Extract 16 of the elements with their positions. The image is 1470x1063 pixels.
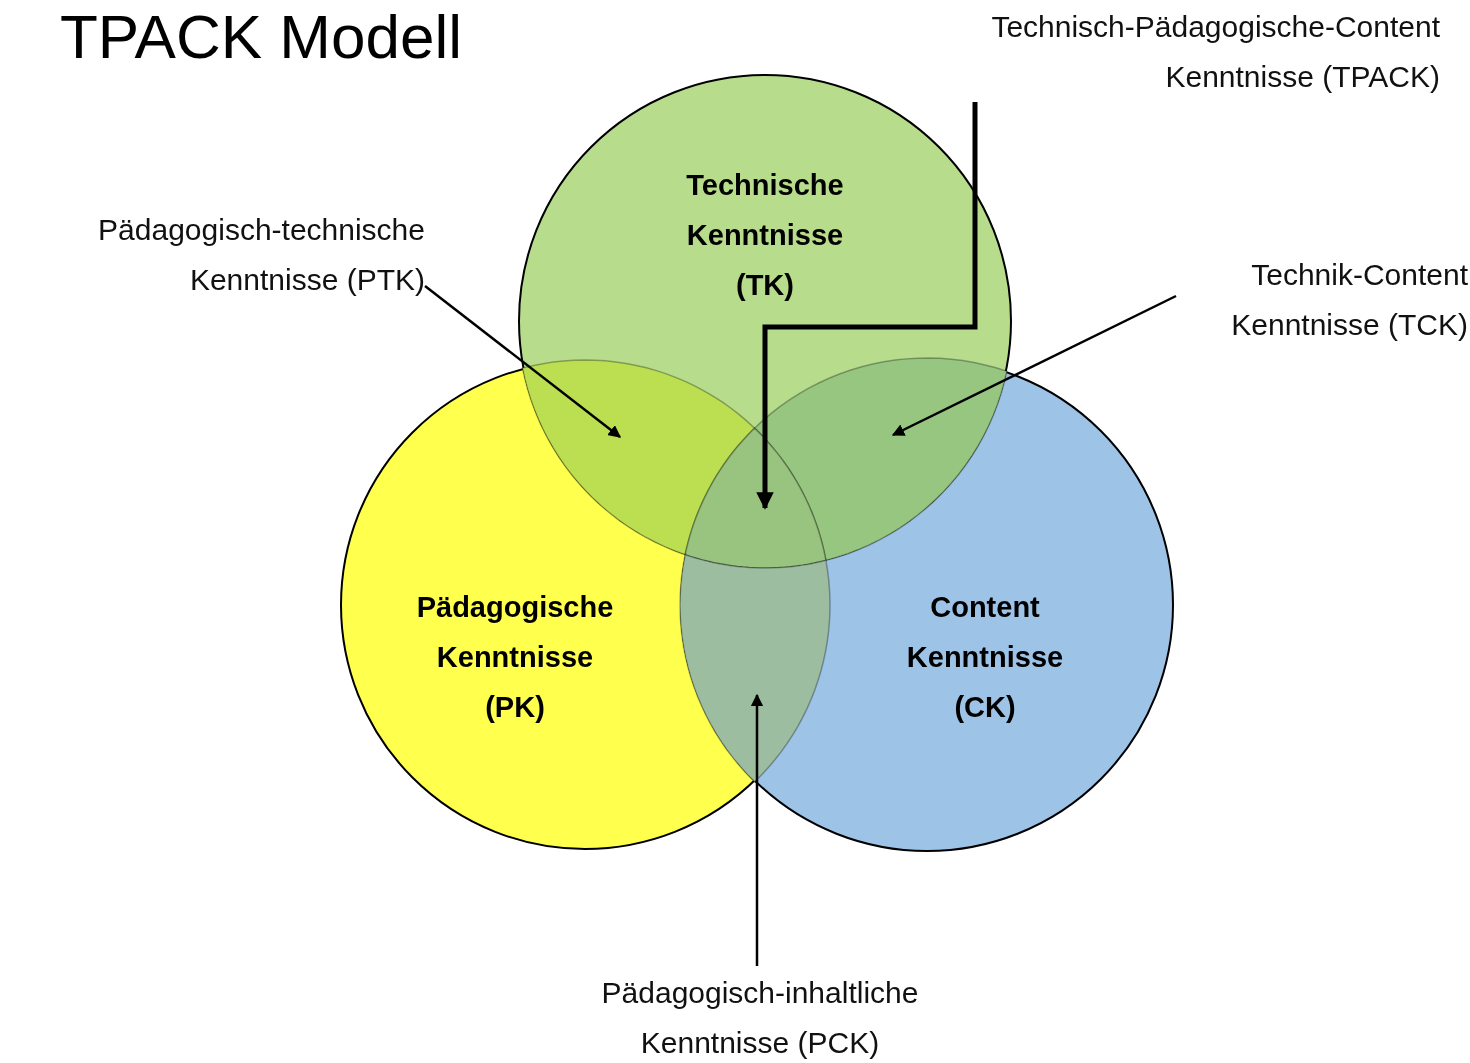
leader-line [424, 285, 621, 438]
leader-line [756, 102, 978, 510]
title: TPACK Modell [60, 2, 462, 72]
overlap-region [521, 359, 756, 556]
overlap-region [684, 427, 827, 569]
leader-line [891, 294, 1177, 437]
circle-label: Content Kenntnisse (CK) [905, 590, 1065, 725]
callout-label: Pädagogisch-technische Kenntnisse (PTK) [97, 212, 425, 298]
leader-line [750, 693, 764, 966]
circle-label: Technische Kenntnisse (TK) [685, 168, 845, 303]
circle-label: Pädagogische Kenntnisse (PK) [415, 590, 615, 725]
callout-label: Pädagogisch-inhaltliche Kenntnisse (PCK) [600, 975, 920, 1061]
callout-label: Technisch-Pädagogische-Content Kenntnisse (TPACK) [990, 9, 1440, 95]
overlap-region [679, 553, 831, 783]
callout-label: Technik-Content Kenntnisse (TCK) [1230, 257, 1468, 343]
overlap-region [753, 357, 1008, 562]
